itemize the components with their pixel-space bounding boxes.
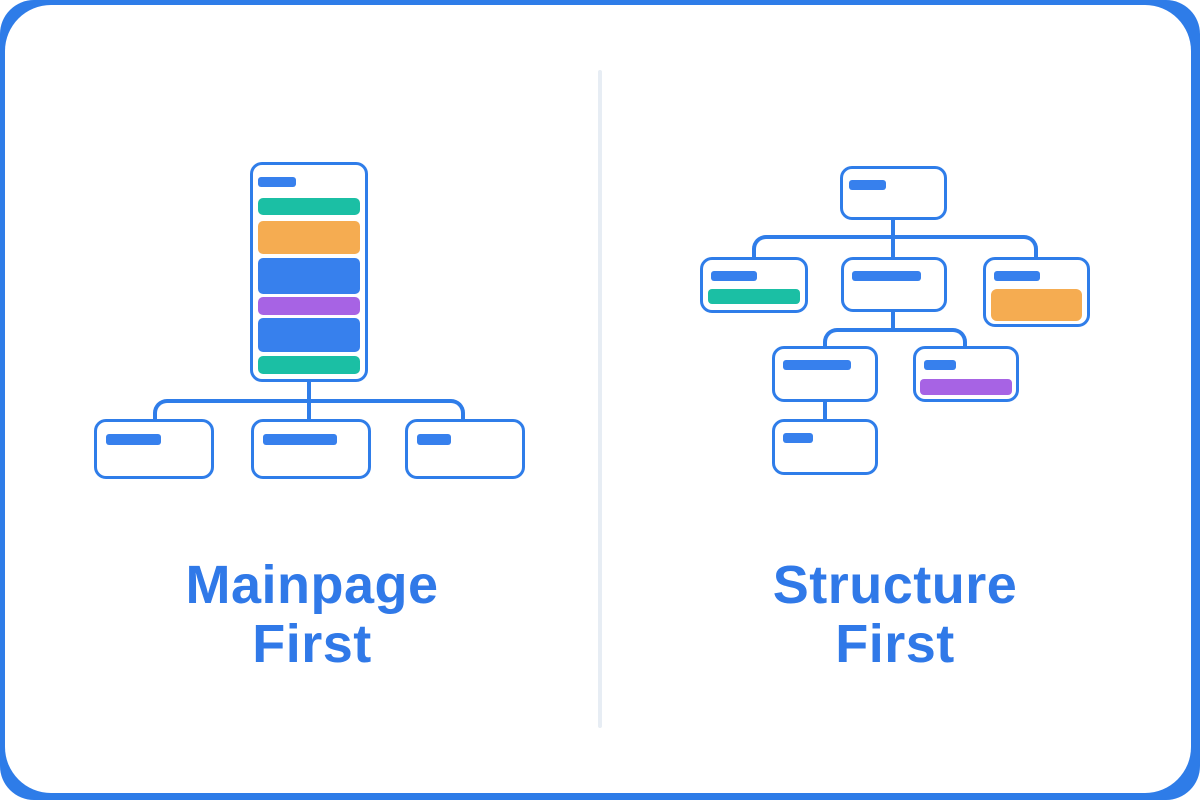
mainpage-wireframe-card bbox=[250, 162, 368, 382]
page-title-bar bbox=[417, 434, 451, 445]
page-title-bar bbox=[263, 434, 337, 445]
panel-divider bbox=[598, 70, 602, 728]
subpage-box bbox=[772, 346, 878, 402]
inner-canvas: Mainpage First bbox=[5, 5, 1191, 793]
content-bar-teal bbox=[258, 198, 360, 215]
subpage-box bbox=[772, 419, 878, 475]
structure-first-label: Structure First bbox=[675, 556, 1115, 674]
page-title-bar bbox=[258, 177, 296, 187]
content-bar-orange bbox=[991, 289, 1082, 321]
page-title-bar bbox=[106, 434, 161, 445]
page-title-bar bbox=[924, 360, 956, 370]
content-bar-teal bbox=[708, 289, 800, 304]
label-line-2: First bbox=[252, 614, 372, 674]
subpage-box-purple bbox=[913, 346, 1019, 402]
subpage-box bbox=[405, 419, 525, 479]
page-title-bar bbox=[852, 271, 921, 281]
page-title-bar bbox=[994, 271, 1040, 281]
subpage-box-teal bbox=[700, 257, 808, 313]
connector-line bbox=[891, 310, 895, 330]
subpage-box bbox=[251, 419, 371, 479]
page-title-bar bbox=[849, 180, 886, 190]
mainpage-first-label: Mainpage First bbox=[92, 556, 532, 674]
subpage-box bbox=[841, 257, 947, 312]
content-bar-orange bbox=[258, 221, 360, 254]
subpage-box-orange bbox=[983, 257, 1090, 327]
connector-line bbox=[823, 400, 827, 420]
page-title-bar bbox=[783, 433, 813, 443]
label-line-1: Mainpage bbox=[185, 555, 439, 615]
connector-bridge bbox=[752, 235, 1038, 257]
content-bar-purple bbox=[258, 297, 360, 315]
content-bar-teal bbox=[258, 356, 360, 374]
root-page-box bbox=[840, 166, 947, 220]
content-bar-purple bbox=[920, 379, 1012, 395]
connector-bridge bbox=[823, 328, 967, 346]
label-line-2: First bbox=[835, 614, 955, 674]
content-bar-blue bbox=[258, 318, 360, 352]
page-title-bar bbox=[783, 360, 851, 370]
subpage-box bbox=[94, 419, 214, 479]
connector-bridge bbox=[153, 399, 465, 419]
label-line-1: Structure bbox=[772, 555, 1018, 615]
content-bar-blue bbox=[258, 258, 360, 294]
page-title-bar bbox=[711, 271, 757, 281]
